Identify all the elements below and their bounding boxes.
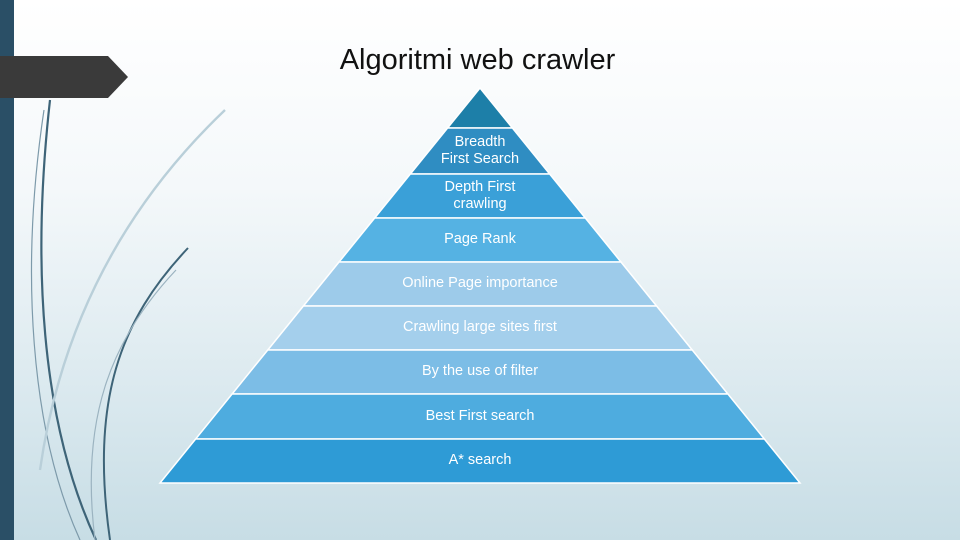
title-arrow-tab bbox=[0, 56, 128, 98]
pyramid-layer-8 bbox=[158, 438, 802, 484]
pyramid-layer-label-6: By the use of filter bbox=[421, 363, 539, 380]
slide-title: Algoritmi web crawler bbox=[339, 44, 616, 76]
deco-curve-3 bbox=[38, 109, 226, 471]
deco-curve-1 bbox=[40, 99, 97, 540]
pyramid-layer-label-3: Page Rank bbox=[444, 231, 516, 248]
left-accent-bar bbox=[0, 0, 14, 540]
pyramid-layer-label-4: Online Page importance bbox=[402, 275, 558, 292]
deco-curve-2 bbox=[30, 109, 81, 540]
pyramid-layer-label-1: Breadth First Search bbox=[440, 133, 520, 168]
pyramid-layer-label-2: Depth First crawling bbox=[444, 178, 516, 213]
pyramid-layer-label-7: Best First search bbox=[425, 407, 535, 424]
deco-curve-5 bbox=[90, 269, 177, 540]
pyramid-layer-label-5: Crawling large sites first bbox=[403, 319, 557, 336]
decorative-curves bbox=[30, 99, 226, 540]
deco-curve-4 bbox=[102, 247, 189, 540]
pyramid-layer-label-8: A* search bbox=[448, 452, 512, 469]
